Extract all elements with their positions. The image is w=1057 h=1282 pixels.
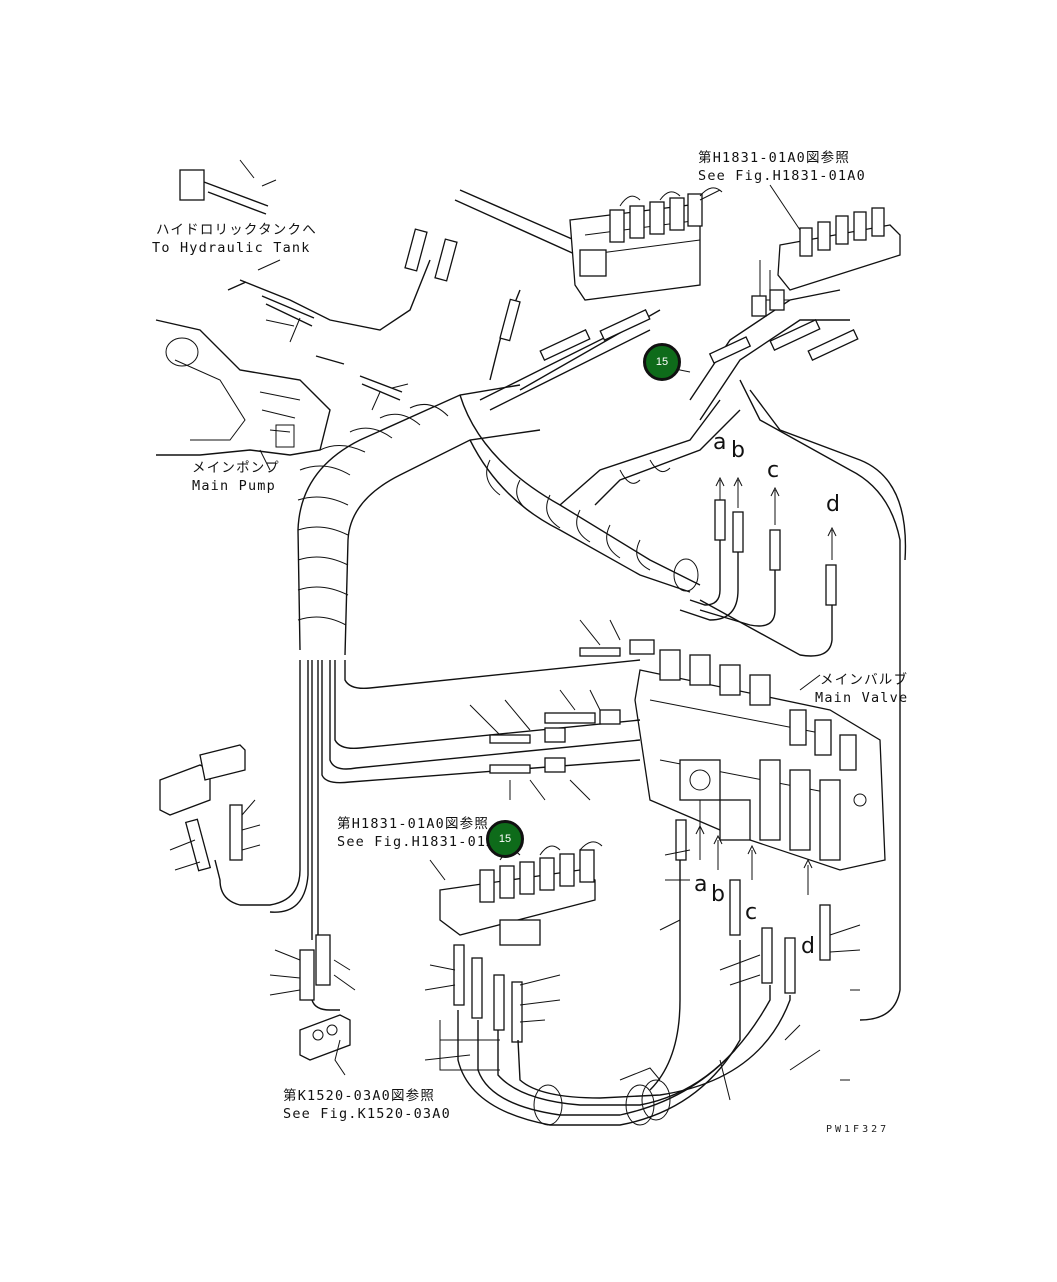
connection-letter-a-bottom: a	[694, 872, 708, 897]
connection-letter-d-top: d	[826, 492, 840, 517]
ref-h1831-top-jp: 第H1831-01A0図参照	[698, 150, 851, 166]
hydraulic-tank-en: To Hydraulic Tank	[152, 240, 311, 256]
lower-connection-lines	[424, 819, 861, 1126]
ref-h1831-mid-en: See Fig.H1831-01A0	[337, 834, 505, 850]
callout-15-mid[interactable]: 15	[486, 820, 524, 858]
reference-leaders-top	[257, 184, 801, 271]
drawing-code: PW1F327	[826, 1124, 890, 1135]
connection-letter-c-bottom: c	[745, 900, 758, 925]
connection-letter-b-top: b	[731, 438, 745, 463]
upper-connection-lines	[679, 476, 837, 657]
spiral-hose-bundle	[297, 384, 741, 656]
ref-h1831-mid-jp: 第H1831-01A0図参照	[337, 816, 490, 832]
main-pump-jp: メインポンプ	[192, 460, 280, 476]
main-valve-en: Main Valve	[815, 690, 909, 706]
upper-hoses	[239, 189, 907, 1021]
main-pump-drawing	[155, 319, 331, 456]
connection-letter-b-bottom: b	[711, 882, 725, 907]
pump-fittings	[179, 159, 409, 411]
main-valve-drawing	[634, 649, 886, 871]
connection-letter-c-top: c	[767, 458, 780, 483]
callout-15-top[interactable]: 15	[643, 343, 681, 381]
connection-letter-d-bottom: d	[801, 934, 815, 959]
ref-k1520-en: See Fig.K1520-03A0	[283, 1106, 451, 1122]
ref-h1831-top-en: See Fig.H1831-01A0	[698, 168, 866, 184]
main-valve-jp: メインバルブ	[820, 672, 909, 688]
hydraulic-tank-jp: ハイドロリックタンクへ	[156, 222, 317, 238]
ref-k1520-jp: 第K1520-03A0図参照	[283, 1088, 436, 1104]
left-small-blocks	[159, 744, 261, 872]
bundle-to-valve-hoses	[321, 619, 655, 801]
connection-letter-a-top: a	[713, 430, 727, 455]
solenoid-block-top-right	[751, 207, 901, 317]
solenoid-block-bottom	[429, 841, 603, 946]
solenoid-block-top-center	[569, 187, 723, 301]
main-pump-en: Main Pump	[192, 478, 276, 494]
left-down-hoses	[214, 660, 356, 1076]
